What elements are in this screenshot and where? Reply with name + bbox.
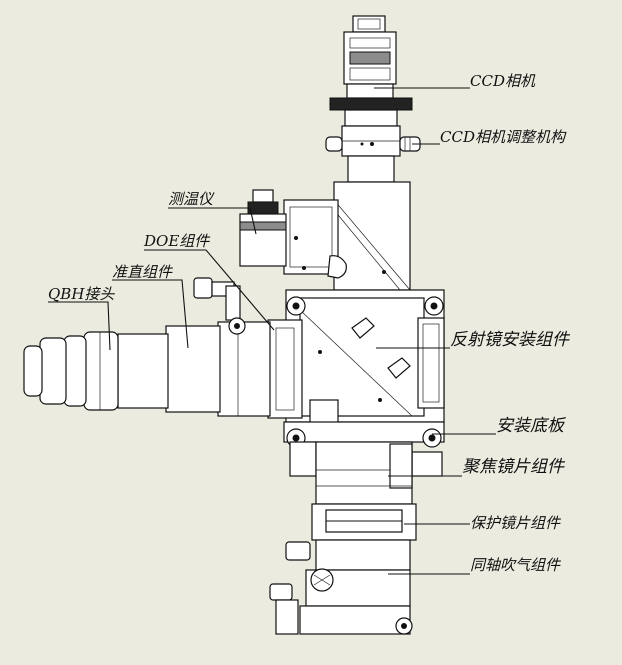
thermometer-part [239,189,287,267]
label-thermometer: 测温仪 [168,190,215,208]
upper-housing-part [283,181,411,291]
coaxial-air-part [269,539,413,635]
qbh-part [23,331,169,411]
label-protect-lens: 保护镜片组件 [470,514,562,532]
protect-lens-part [311,503,417,541]
label-mirror-mount: 反射镜安装组件 [450,330,571,350]
leader-lines [48,87,496,575]
label-ccd-adjust: CCD相机调整机构 [440,128,567,146]
ccd-adjust-part [325,109,421,183]
label-base-plate: 安装底板 [496,416,567,436]
label-focus-lens: 聚焦镜片组件 [462,457,566,477]
focus-lens-part [289,441,443,505]
mirror-mount-part [285,289,445,425]
label-coaxial-air: 同轴吹气组件 [470,556,562,574]
label-doe: DOE组件 [143,232,211,250]
doe-part [267,319,303,419]
label-ccd-camera: CCD相机 [470,72,536,90]
collimator-part [165,277,271,417]
label-collimator: 准直组件 [112,263,174,281]
labels: CCD相机 CCD相机调整机构 测温仪 DOE组件 准直组件 QBH接头 反射镜… [48,72,571,574]
label-qbh: QBH接头 [48,285,115,303]
ccd-camera-part [329,15,413,111]
